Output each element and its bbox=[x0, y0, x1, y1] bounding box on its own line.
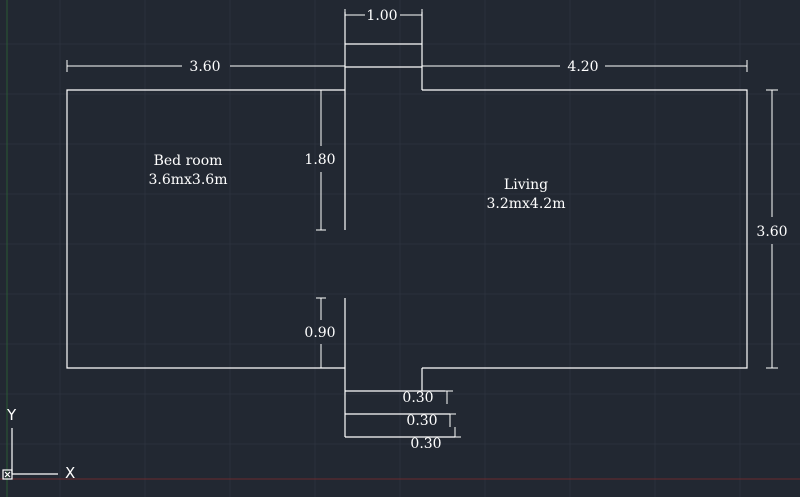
ucs-x-label: X bbox=[65, 464, 75, 482]
dim-passage-width-text: 1.00 bbox=[366, 8, 397, 24]
dim-passage-width[interactable] bbox=[344, 9, 423, 21]
dim-bedroom-width[interactable] bbox=[66, 60, 346, 72]
dim-living-width[interactable] bbox=[421, 60, 748, 72]
dim-living-width-text: 4.20 bbox=[567, 59, 598, 75]
dim-step-1-text: 0.30 bbox=[402, 390, 433, 406]
dim-upper-wall[interactable] bbox=[316, 89, 326, 231]
dim-upper-wall-text: 1.80 bbox=[304, 152, 335, 168]
dim-step-2-text: 0.30 bbox=[406, 413, 437, 429]
bedroom-walls[interactable] bbox=[66, 89, 345, 369]
top-passage[interactable] bbox=[344, 12, 423, 90]
ucs-icon: Y X bbox=[2, 406, 75, 482]
ucs-y-label: Y bbox=[6, 406, 17, 424]
dim-lower-wall[interactable] bbox=[316, 297, 326, 369]
bottom-steps[interactable] bbox=[344, 368, 455, 438]
bedroom-size-label: 3.6mx3.6m bbox=[149, 172, 228, 188]
dim-steps[interactable] bbox=[441, 390, 461, 438]
dim-overall-height[interactable] bbox=[766, 89, 778, 369]
dim-overall-height-text: 3.60 bbox=[756, 224, 787, 240]
dim-step-3-text: 0.30 bbox=[410, 436, 441, 452]
living-size-label: 3.2mx4.2m bbox=[487, 196, 566, 212]
dim-bedroom-width-text: 3.60 bbox=[189, 59, 220, 75]
living-name-label: Living bbox=[504, 177, 548, 193]
bedroom-name-label: Bed room bbox=[154, 153, 223, 169]
living-walls[interactable] bbox=[422, 89, 748, 369]
dim-lower-wall-text: 0.90 bbox=[304, 325, 335, 341]
